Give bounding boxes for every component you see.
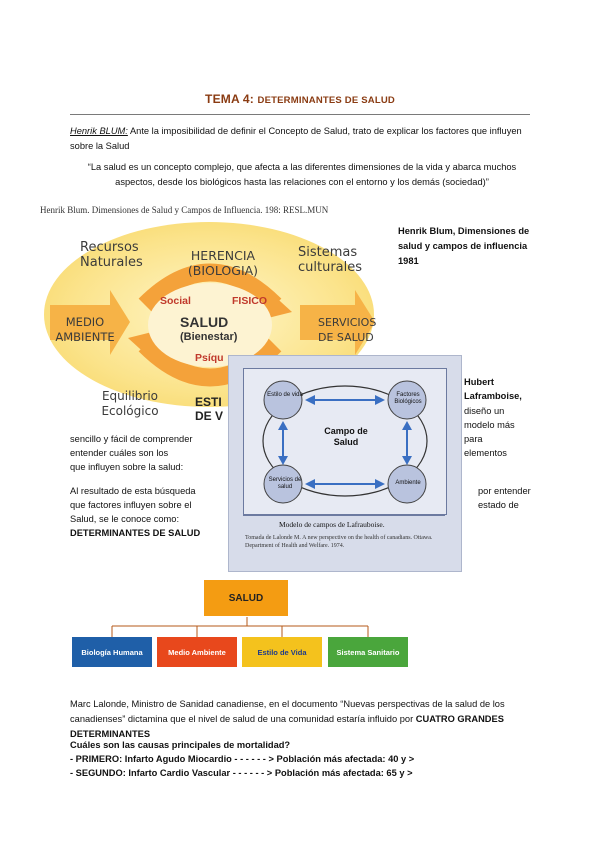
lalonde-paragraph: Marc Lalonde, Ministro de Sanidad canadi…	[70, 697, 532, 742]
fisico-label: FISICO	[232, 295, 268, 307]
page-title: TEMA 4: DETERMINANTES DE SALUD	[0, 92, 600, 106]
intro-text: Ante la imposibilidad de definir el Conc…	[70, 126, 522, 151]
herencia-label: HERENCIA (BIOLOGIA)	[187, 248, 259, 278]
left-line-2: entender cuáles son los	[70, 448, 169, 458]
hubert-line-5: para	[464, 434, 483, 444]
left-line-7: DETERMINANTES DE SALUD	[70, 528, 201, 538]
title-main: TEMA 4:	[205, 92, 258, 106]
lalonde-paragraph-text: Marc Lalonde, Ministro de Sanidad canadi…	[70, 699, 505, 724]
campo-label: Campo de Salud	[324, 426, 368, 447]
hubert-name-2: Laframboise,	[464, 391, 522, 401]
arrowhead-bottom-l	[305, 479, 315, 489]
equilibrio-label: Equilibrio Ecológico	[101, 389, 159, 418]
factores-circle	[387, 380, 427, 420]
tree-root-salud: SALUD	[204, 580, 288, 616]
servicios-label: SERVICIOS DE SALUD	[318, 316, 377, 344]
tree-connectors	[111, 617, 369, 637]
arc-arrowhead-right	[268, 292, 292, 318]
item-2-label: - SEGUNDO	[70, 768, 123, 778]
estilo-label: Estilo de vida	[267, 392, 303, 398]
arrowhead-right-t	[402, 421, 412, 430]
recursos-label: Recursos Naturales	[80, 240, 143, 270]
right-line-1: por entender	[478, 486, 531, 496]
lalonde-ring	[262, 385, 428, 497]
title-sub: DETERMINANTES DE SALUD	[257, 95, 395, 106]
left-line-1: sencillo y fácil de comprender	[70, 434, 193, 444]
blum-arrows-svg	[50, 263, 375, 387]
esti-label: ESTI	[195, 395, 222, 409]
item-2-text: : Infarto Cardio Vascular - - - - - - > …	[122, 768, 413, 778]
blum-side-label: Henrik Blum, Dimensiones de salud y camp…	[398, 226, 530, 266]
blum-figure-caption: Henrik Blum. Dimensiones de Salud y Camp…	[40, 205, 329, 215]
tree-node-medio: Medio Ambiente	[157, 637, 237, 667]
medio-arrow	[50, 290, 130, 355]
mortality-item-1: - PRIMERO: Infarto Agudo Miocardio - - -…	[70, 752, 414, 767]
intro-author: Henrik BLUM:	[70, 126, 128, 136]
tree-node-biologia: Biología Humana	[72, 637, 152, 667]
tree-node-estilo: Estilo de Vida	[242, 637, 322, 667]
inner-circle	[148, 283, 272, 367]
lalonde-reference: Tomada de Lalonde M. A new perspective o…	[245, 535, 433, 549]
arrowhead-left-b	[278, 456, 288, 465]
hubert-line-3: diseño un	[464, 406, 505, 416]
dev-label: DE V	[195, 409, 224, 423]
lalonde-figure: Estilo de vida Factores Biológicos Campo…	[228, 355, 462, 572]
item-1-text: : Infarto Agudo Miocardio - - - - - - > …	[119, 754, 415, 764]
lalonde-paragraph-bold: CUATRO GRANDES DETERMINANTES	[70, 714, 504, 739]
factores-label: Factores Biológicos	[394, 392, 422, 405]
social-label: Social	[160, 295, 191, 307]
left-line-5: que factores influyen sobre el	[70, 500, 192, 510]
left-line-4: Al resultado de esta búsqueda	[70, 486, 196, 496]
arc-arrowhead-left	[128, 332, 152, 358]
psiq-label: Psíqu	[195, 352, 224, 364]
lalonde-caption-rule	[243, 515, 445, 516]
arrowhead-top-l	[305, 395, 315, 405]
servicios-arrow	[300, 290, 375, 355]
intro-paragraph: Henrik BLUM: Ante la imposibilidad de de…	[70, 124, 532, 154]
mortality-question: Cuáles son las causas principales de mor…	[70, 740, 291, 750]
lalonde-model-title: Modelo de campos de Lafrauboise.	[279, 520, 385, 529]
arrowhead-top-r	[375, 395, 385, 405]
hubert-line-4: modelo más	[464, 420, 515, 430]
blum-quote: “La salud es un concepto complejo, que a…	[87, 162, 517, 187]
hubert-line-6: elementos	[464, 448, 507, 458]
title-divider	[70, 114, 530, 115]
mortality-item-2: - SEGUNDO: Infarto Cardio Vascular - - -…	[70, 766, 413, 781]
arrowhead-left-t	[278, 421, 288, 430]
servicios-label-lalonde: Servicios de salud	[268, 477, 302, 490]
left-line-6: Salud, se le conoce como:	[70, 514, 180, 524]
lalonde-svg	[262, 380, 428, 504]
hubert-name-1: Hubert	[464, 377, 494, 387]
salud-label: SALUD	[180, 314, 229, 330]
top-arc	[138, 263, 282, 312]
estilo-circle	[263, 380, 303, 420]
tree-node-sistema: Sistema Sanitario	[328, 637, 408, 667]
right-line-2: estado de	[478, 500, 519, 510]
item-1-label: - PRIMERO	[70, 754, 120, 764]
arrowhead-bottom-r	[375, 479, 385, 489]
arrowhead-right-b	[402, 456, 412, 465]
bienestar-label: (Bienestar)	[180, 331, 238, 343]
sistemas-label: Sistemas culturales	[298, 245, 363, 275]
medio-label: MEDIO AMBIENTE	[55, 315, 115, 344]
ambiente-label: Ambiente	[395, 480, 421, 486]
left-line-3: que influyen sobre la salud:	[70, 462, 184, 472]
